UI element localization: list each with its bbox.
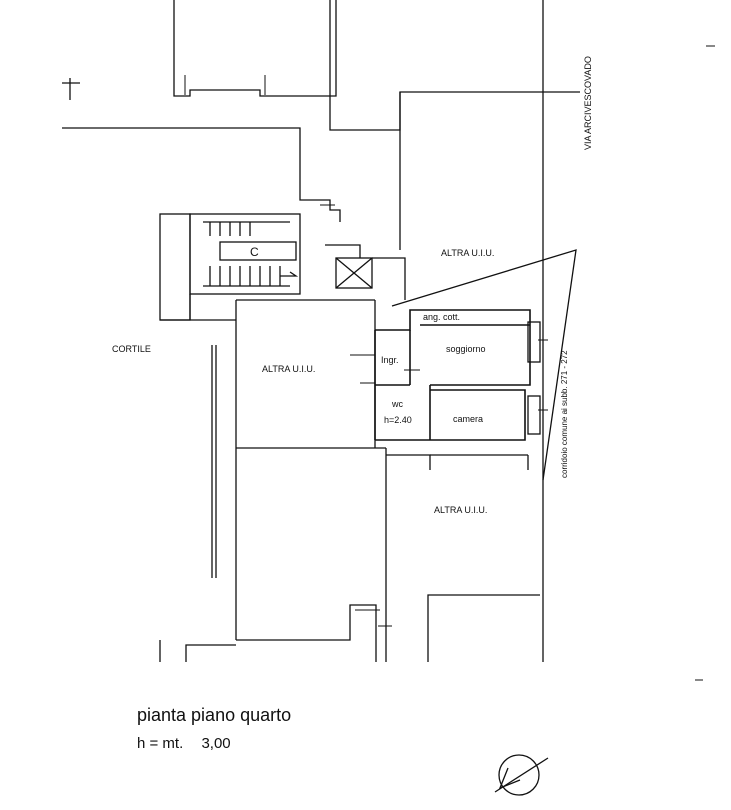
street-corridor [391,0,577,662]
elevator-shaft [325,244,406,300]
north-arrow-icon [494,754,549,796]
upper-walls [62,0,580,250]
corridor-label: corridoio comune ai subb. 271 - 272 [560,350,569,478]
tick-marks [184,45,715,681]
staircase-label: C [250,245,259,259]
plan-title: pianta piano quarto [137,705,292,725]
height-label: h = mt. [137,735,184,752]
room-camera: camera [453,414,484,424]
room-soggiorno: soggiorno [446,344,486,354]
apartment-walls [374,309,531,441]
staircase-block [159,213,301,321]
room-ingresso: Ingr. [381,355,399,365]
right-bottom-unit-walls [385,448,540,662]
plan-height: h = mt. 3,00 [137,735,231,752]
unit-left-label: ALTRA U.I.U. [262,364,316,374]
street-label: VIA ARCIVESCOVADO [583,56,593,150]
courtyard-label: CORTILE [112,344,151,354]
left-unit-walls [159,299,386,662]
height-value: 3,00 [201,735,231,752]
unit-top-label: ALTRA U.I.U. [441,248,495,258]
unit-bottom-label: ALTRA U.I.U. [434,505,488,515]
room-ang-cott: ang. cott. [423,312,461,322]
room-wc: wc [392,399,403,409]
room-wc-height: h=2.40 [384,415,412,425]
